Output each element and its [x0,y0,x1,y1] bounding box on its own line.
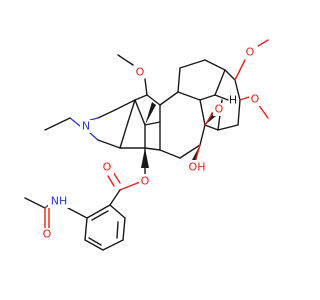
bond [194,144,201,163]
oxygen-label: O [103,161,112,174]
bond [199,124,206,146]
bond [159,91,179,106]
bond [88,237,102,246]
bond [144,78,148,96]
bond [127,99,136,123]
label-bg [249,93,262,106]
bond [237,99,241,126]
ester-bonds [107,171,141,206]
wedge-bond [141,148,149,168]
oxygen-label: O [141,175,150,188]
label-bg [213,103,225,116]
label-bg [134,65,147,78]
oxygen-label: O [251,93,260,106]
bond [86,204,111,219]
label-bg [139,174,152,187]
bond [204,112,214,126]
bond [144,121,161,126]
bond [109,204,126,219]
bond [119,181,141,191]
bond [97,139,121,149]
bond [91,210,109,221]
bond [114,99,136,111]
bond [257,103,269,119]
bond [146,94,161,106]
oxygen-label: O [136,66,145,79]
bond [67,207,88,219]
label-bg [101,161,114,174]
label-bg [41,228,54,241]
bond [112,171,121,184]
bond [217,124,239,131]
hydrogen-label: H [229,94,237,107]
label-bg [80,120,93,133]
skeleton-bonds [44,39,269,176]
benzene-ring [84,204,126,251]
label-bg [245,46,258,59]
bond [179,59,206,69]
bond [134,94,148,101]
bond [199,94,216,101]
oxygen-label: O [246,46,255,59]
bond [224,69,236,81]
bond [102,239,124,251]
bond [24,197,46,209]
bond [159,149,181,159]
wedge-bond [145,102,156,125]
bond [204,59,226,71]
bond [122,217,126,241]
bond [214,69,226,96]
oxygen-label: O [215,103,224,116]
bond [119,121,129,149]
bond [69,117,81,127]
bond [134,99,146,126]
bond [199,99,206,126]
bond [204,124,219,131]
oxygen-label: O [43,228,52,241]
bond [179,144,201,159]
wedge-bond [192,145,200,162]
bond [84,239,104,251]
bond [177,91,201,101]
structure-canvas: O N O O O H OH O O NH O [24,39,269,251]
hydroxyl-label: OH [189,161,206,174]
bond [97,109,116,119]
bond [109,189,121,206]
bond [89,132,99,141]
bond [117,54,134,66]
bond [107,175,115,187]
bond [177,67,181,93]
atom-labels: O N O O O H OH O O NH O [41,46,262,241]
bond [44,117,71,131]
amide-nh-label: NH [51,195,68,208]
molecule-structure: O N O O O H OH O O NH O [24,39,269,251]
bond [84,217,88,241]
bond [234,59,246,81]
bond [214,94,229,101]
nitrogen-label: N [82,120,90,133]
bond [89,117,99,121]
label-bg [48,195,70,208]
bond [116,221,119,239]
bond [144,147,161,151]
bond [234,79,241,101]
label-bg [186,160,208,173]
